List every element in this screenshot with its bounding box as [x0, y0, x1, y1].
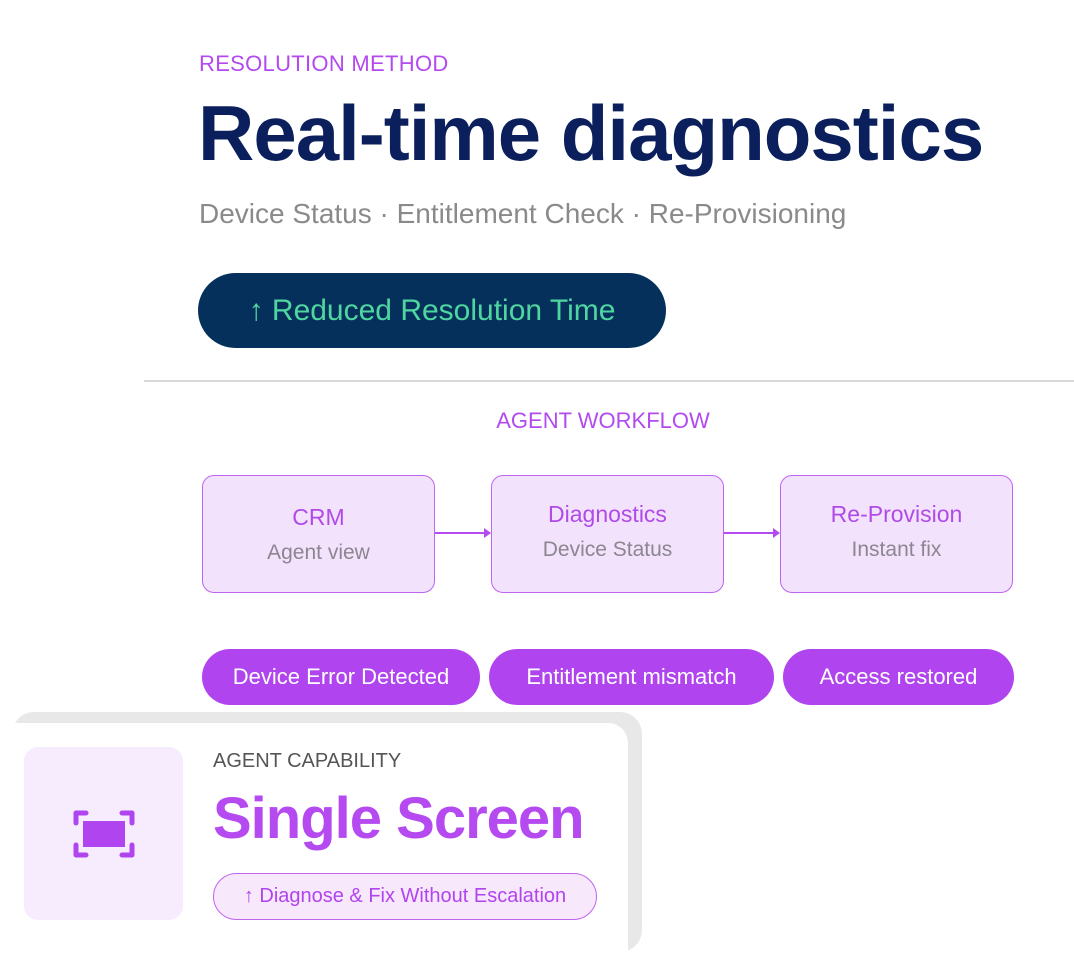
- status-tag: Entitlement mismatch: [489, 649, 774, 705]
- status-tag: Access restored: [783, 649, 1014, 705]
- workflow-step-diagnostics: Diagnostics Device Status: [491, 475, 724, 593]
- result-badge: ↑ Reduced Resolution Time: [198, 273, 666, 348]
- workflow-title: AGENT WORKFLOW: [496, 408, 710, 433]
- section-eyebrow: RESOLUTION METHOD: [199, 51, 449, 76]
- page-subtitle: Device Status · Entitlement Check · Re-P…: [199, 198, 847, 229]
- step-subtitle: Instant fix: [851, 538, 942, 561]
- fullscreen-focus-icon: [73, 810, 134, 857]
- arrow-icon: [724, 528, 780, 538]
- arrow-icon: [435, 528, 491, 538]
- workflow-step-crm: CRM Agent view: [202, 475, 435, 593]
- step-subtitle: Agent view: [267, 541, 370, 564]
- capability-label: AGENT CAPABILITY: [213, 750, 402, 772]
- workflow-step-reprovision: Re-Provision Instant fix: [780, 475, 1013, 593]
- capability-name: Single Screen: [213, 786, 585, 851]
- page-title: Real-time diagnostics: [198, 89, 984, 177]
- step-title: Re-Provision: [830, 501, 963, 527]
- capability-icon-box: [24, 747, 183, 920]
- step-title: Diagnostics: [548, 501, 667, 527]
- step-title: CRM: [292, 504, 345, 530]
- step-subtitle: Device Status: [542, 538, 673, 561]
- capability-benefit-badge: ↑ Diagnose & Fix Without Escalation: [213, 873, 597, 920]
- status-tag: Device Error Detected: [202, 649, 480, 705]
- divider: [144, 380, 1074, 382]
